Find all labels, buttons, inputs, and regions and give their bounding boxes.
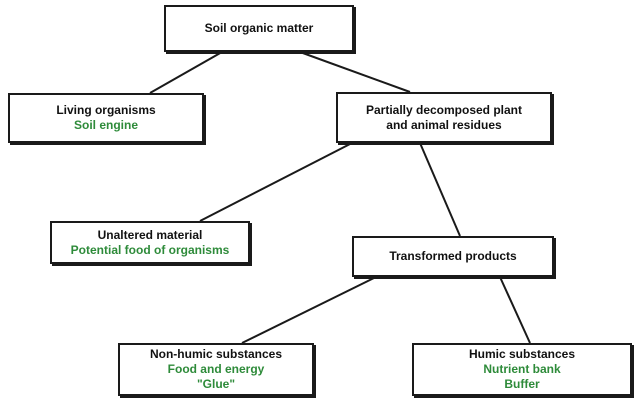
node-title: Non-humic substances: [149, 347, 283, 361]
node-non-humic-substances: Non-humic substances Food and energy "Gl…: [118, 343, 314, 396]
node-title: Soil organic matter: [204, 21, 314, 35]
node-title: Living organisms: [56, 103, 156, 117]
node-soil-organic-matter: Soil organic matter: [164, 5, 354, 52]
node-subtitle: Potential food of organisms: [70, 242, 230, 257]
node-transformed-products: Transformed products: [352, 236, 554, 277]
node-living-organisms: Living organisms Soil engine: [8, 93, 204, 143]
connector-transformed-to-nonhumic: [241, 276, 377, 344]
node-subtitle: Soil engine: [73, 118, 138, 132]
node-humic-substances: Humic substances Nutrient bank Buffer: [412, 343, 632, 396]
node-title: Humic substances: [468, 347, 576, 361]
node-subtitle-1: Nutrient bank: [483, 362, 561, 376]
node-title-line2: and animal residues: [386, 117, 502, 132]
node-partially-decomposed: Partially decomposed plant and animal re…: [336, 92, 552, 143]
node-title: Transformed products: [389, 249, 517, 263]
node-title-line1: Partially decomposed plant: [365, 102, 523, 117]
node-unaltered-material: Unaltered material Potential food of org…: [50, 221, 250, 264]
node-subtitle-2: "Glue": [196, 377, 236, 391]
node-subtitle-2: Buffer: [504, 377, 540, 391]
connector-soil-to-partially: [299, 51, 411, 93]
connector-partially-to-unaltered: [199, 142, 353, 222]
node-subtitle-1: Food and energy: [167, 362, 265, 376]
connector-soil-to-living: [149, 51, 223, 94]
node-title: Unaltered material: [97, 227, 203, 242]
connector-transformed-to-humic: [499, 276, 531, 344]
connector-partially-to-transformed: [419, 142, 461, 237]
